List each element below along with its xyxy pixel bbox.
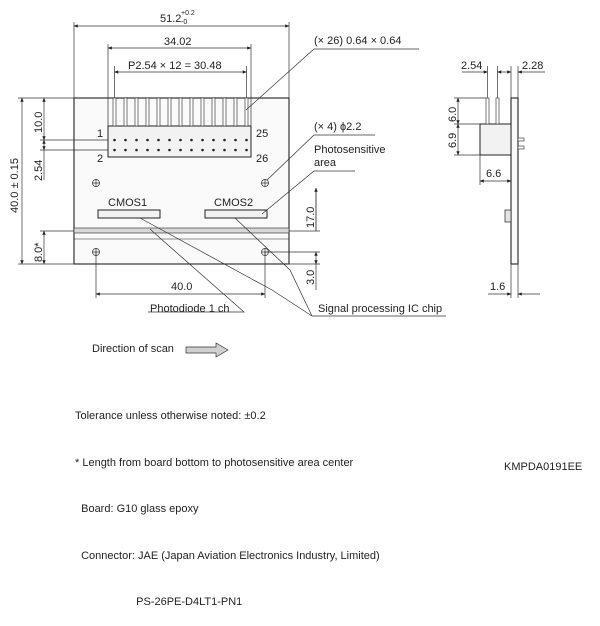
dim-side-connector-height: 6.9 (447, 133, 459, 148)
note-photosensitive-1: Photosensitive (314, 144, 386, 156)
scan-direction-arrow-icon (185, 342, 229, 358)
dim-board-thickness: 1.6 (490, 281, 505, 293)
pin26-label: 26 (256, 153, 268, 165)
pin1-label: 1 (97, 128, 103, 140)
pin25-label: 25 (256, 128, 268, 140)
dim-overall-width: 51.2 (160, 13, 181, 25)
label-signal-ic: Signal processing IC chip (318, 303, 442, 315)
label-scan-direction: Direction of scan (92, 343, 174, 355)
note-line-asterisk: * Length from board bottom to photosensi… (75, 456, 354, 469)
dim-side-connector-depth: 6.6 (486, 168, 501, 180)
dim-pin-row-gap: 2.54 (33, 160, 45, 181)
dim-overall-width-tol-lower: -0 (181, 19, 187, 26)
note-line-board: Board: G10 glass epoxy (75, 503, 199, 515)
dim-area-to-holes: 17.0 (305, 207, 317, 228)
cmos1-chip (97, 209, 161, 219)
cmos1-label: CMOS1 (108, 197, 147, 209)
sensor-window (73, 227, 290, 234)
document-id: KMPDA0191EE (504, 461, 583, 473)
dim-top-to-pins: 10.0 (33, 112, 45, 133)
dim-board-height: 40.0 ± 0.15 (9, 158, 21, 213)
note-pin-size: (× 26) 0.64 × 0.64 (314, 35, 401, 47)
cmos2-chip (204, 209, 268, 219)
dim-holes-to-bottom: 3.0 (305, 270, 317, 285)
note-holes: (× 4) ϕ2.2 (314, 121, 361, 133)
dim-connector-width: 34.02 (164, 36, 192, 48)
dim-side-connector-top: 6.0 (447, 107, 459, 122)
note-line-connector: Connector: JAE (Japan Aviation Electroni… (75, 549, 380, 562)
dim-side-pin-offset: 2.54 (461, 60, 482, 72)
side-view (479, 97, 525, 265)
dim-pin-pitch: P2.54 × 12 = 30.48 (128, 60, 222, 72)
dim-side-pin-length: 2.28 (522, 60, 543, 72)
connector-body (107, 125, 252, 158)
cmos2-label: CMOS2 (214, 197, 253, 209)
note-line-tolerance: Tolerance unless otherwise noted: ±0.2 (75, 410, 266, 422)
label-photodiode: Photodiode 1 ch (150, 303, 230, 315)
notes-block: Tolerance unless otherwise noted: ±0.2 *… (75, 378, 380, 626)
dimension-drawing: CMOS1 CMOS2 1 2 25 26 51.2 +0.2 -0 34.02… (9, 10, 545, 358)
pin2-label: 2 (97, 153, 103, 165)
dim-sensor-height: 8.0* (33, 242, 45, 262)
dim-hole-spacing: 40.0 (171, 281, 192, 293)
dim-overall-width-tol-upper: +0.2 (181, 10, 195, 17)
note-line-part-number: PS-26PE-D4LT1-PN1 (75, 596, 243, 608)
note-photosensitive-2: area (314, 157, 337, 169)
